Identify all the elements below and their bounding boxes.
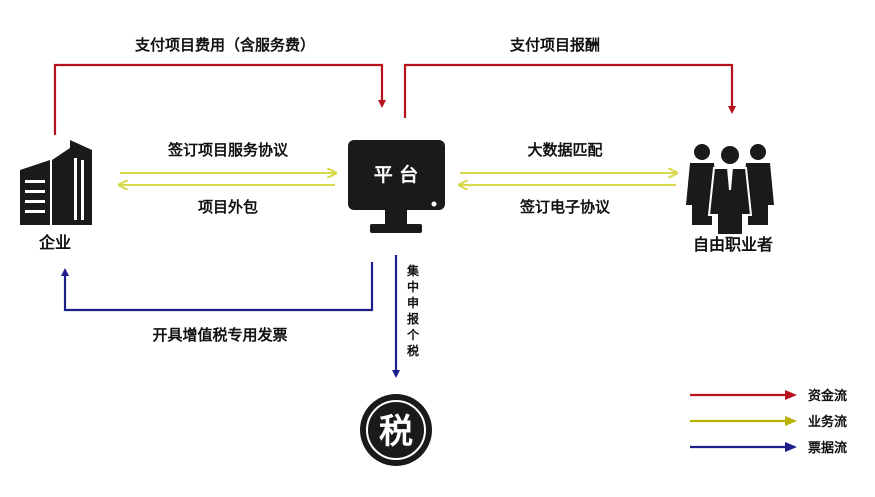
monitor-icon	[348, 140, 445, 233]
tax-filing-char: 税	[407, 343, 419, 358]
label-pay-project-fee: 支付项目费用（含服务费）	[134, 36, 315, 54]
building-icon	[20, 140, 92, 225]
money-flow-arrow-platform-to-freelancer	[403, 63, 736, 118]
legend-item-business: 业务流	[690, 414, 847, 430]
freelancer-node: 自由职业者	[686, 144, 774, 254]
tax-filing-char: 集	[406, 263, 420, 278]
legend-item-money: 资金流	[690, 388, 847, 404]
label-project-outsourcing: 项目外包	[198, 198, 258, 216]
tax-filing-char: 个	[406, 327, 420, 342]
invoice-flow-arrow-platform-to-enterprise	[61, 262, 374, 312]
label-centralized-tax-filing: 集 中 申 报 个 税	[406, 263, 420, 358]
label-issue-vat-invoice: 开具增值税专用发票	[152, 326, 287, 344]
legend: 资金流 业务流 票据流	[690, 388, 847, 456]
people-icon	[686, 144, 774, 236]
enterprise-node: 企业	[20, 140, 92, 252]
tax-filing-char: 报	[407, 311, 419, 326]
legend-item-invoice: 票据流	[690, 440, 847, 456]
tax-seal-icon	[360, 394, 432, 466]
enterprise-label: 企业	[38, 233, 71, 252]
label-big-data-matching: 大数据匹配	[527, 141, 602, 159]
platform-label: 平 台	[374, 163, 419, 186]
tax-label: 税	[379, 412, 413, 452]
tax-node: 税	[360, 394, 432, 466]
tax-filing-char: 申	[407, 295, 419, 310]
legend-label-invoice: 票据流	[808, 440, 847, 456]
legend-label-money: 资金流	[808, 388, 847, 404]
label-sign-service-agreement: 签订项目服务协议	[167, 141, 289, 159]
money-flow-arrow-enterprise-to-platform	[53, 63, 386, 135]
tax-filing-char: 中	[407, 279, 419, 294]
label-pay-project-reward: 支付项目报酬	[509, 36, 600, 54]
legend-label-business: 业务流	[808, 414, 847, 430]
freelancer-label: 自由职业者	[693, 235, 773, 254]
label-sign-e-agreement: 签订电子协议	[519, 198, 611, 216]
platform-node: 平 台	[348, 140, 445, 233]
